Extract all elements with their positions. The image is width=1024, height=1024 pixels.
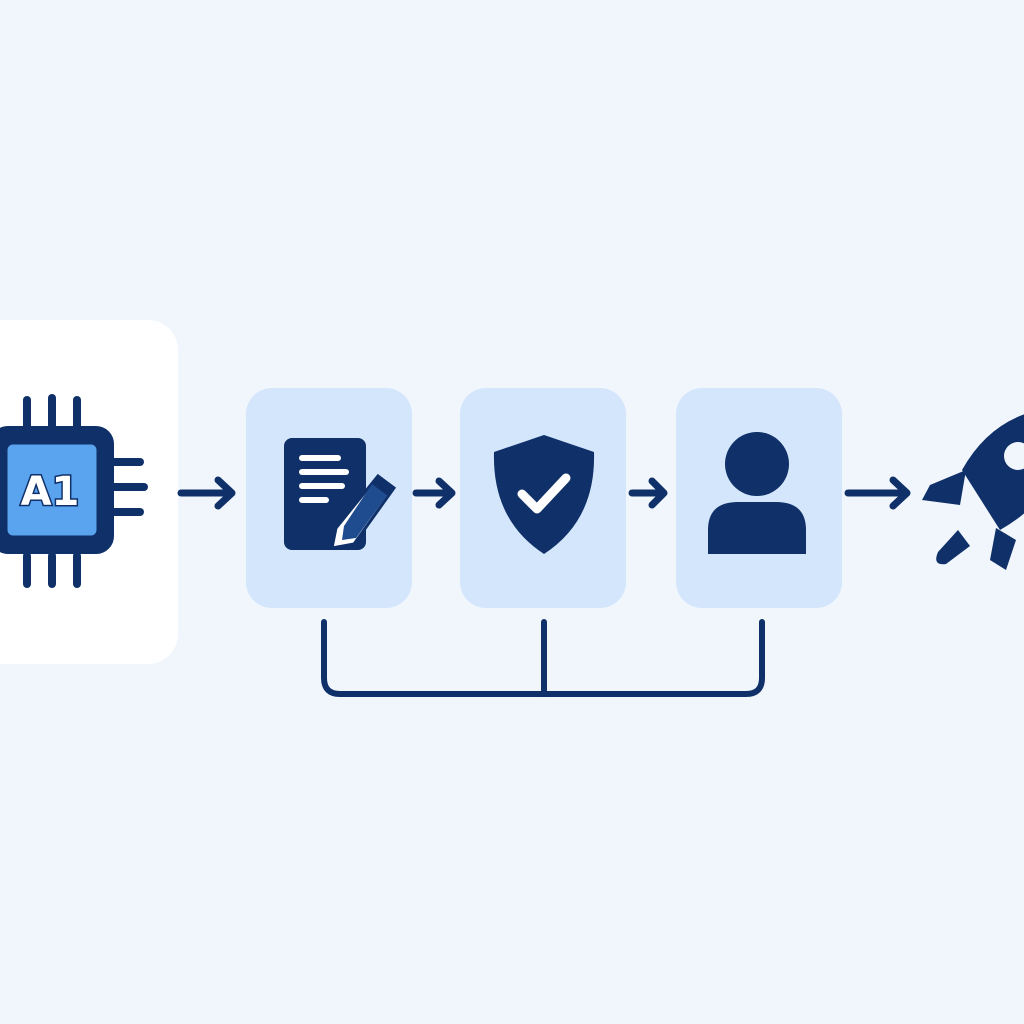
arrow-chip-to-document <box>177 476 236 510</box>
arrow-document-to-security <box>412 477 456 509</box>
launch-node <box>922 414 1024 570</box>
document-node <box>246 388 412 608</box>
arrow-security-to-user <box>628 477 668 509</box>
document-edit-icon <box>284 438 397 550</box>
security-node <box>460 388 626 608</box>
shield-check-icon <box>493 435 595 554</box>
ai-chip-icon <box>0 394 148 588</box>
bracket-connector <box>321 619 765 697</box>
ai-chip-node: A1 <box>0 320 178 664</box>
user-card <box>676 388 842 608</box>
ai-chip-label: A1 <box>21 469 80 515</box>
user-node <box>676 388 842 608</box>
user-icon <box>708 432 806 554</box>
rocket-icon <box>922 414 1024 570</box>
arrow-user-to-launch <box>844 476 911 510</box>
